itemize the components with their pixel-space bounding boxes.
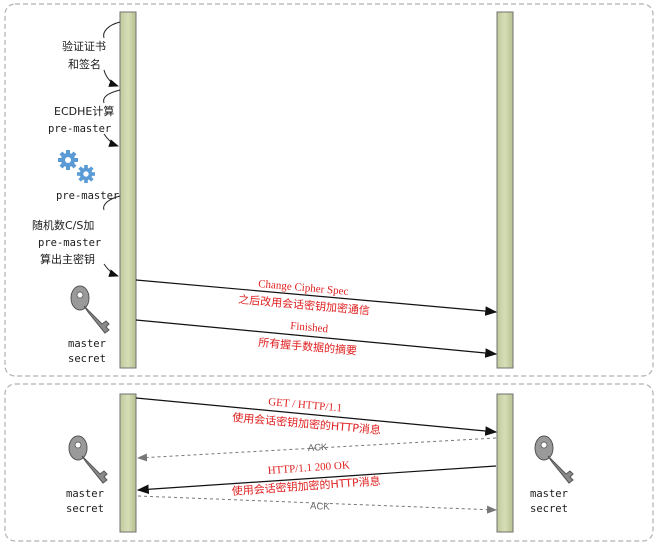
ecdhe-label-line2: pre-master [48, 123, 111, 135]
random-arrow [103, 263, 119, 277]
premaster-label: pre-master [56, 190, 119, 202]
verify-bracket [103, 21, 121, 39]
master-secret-line2: secret [68, 353, 106, 365]
verify-label-line2: 和签名 [68, 57, 101, 71]
finished-arrow [135, 319, 498, 358]
finished-desc: 所有握手数据的摘要 [258, 335, 358, 358]
ecdhe-label-line1: ECDHE计算 [54, 104, 114, 118]
server-lifeline-2 [496, 393, 514, 533]
finished-title: Finished [290, 320, 329, 335]
server-lifeline [496, 11, 514, 369]
gear-icon [58, 150, 95, 183]
master-secret-line1: master [68, 338, 106, 350]
http-response-arrow [136, 465, 497, 495]
right-master-secret-line1: master [530, 488, 568, 500]
http-response-title: HTTP/1.1 200 OK [267, 459, 350, 477]
key-icon [68, 435, 108, 484]
left-master-secret-line1: master [66, 488, 104, 500]
random-label-line2: pre-master [38, 237, 101, 249]
client-lifeline [119, 11, 137, 369]
ecdhe-bracket [103, 89, 121, 104]
verify-label-line1: 验证证书 [62, 39, 106, 53]
ack-label-2: ACK [310, 501, 331, 513]
verify-arrow [103, 69, 119, 87]
ack-label-1: ACK [308, 442, 329, 454]
key-icon [70, 285, 110, 334]
change-cipher-desc: 之后改用会话密钥加密通信 [238, 292, 371, 317]
right-master-secret-line2: secret [530, 503, 568, 515]
http-response-desc: 使用会话密钥加密的HTTP消息 [231, 474, 381, 498]
change-cipher-arrow [135, 279, 498, 316]
handshake-panel [4, 3, 654, 377]
random-label-line3: 算出主密钥 [40, 252, 95, 266]
key-icon [534, 435, 574, 484]
random-label-line1: 随机数C/S加 [32, 218, 94, 232]
client-lifeline-2 [119, 393, 137, 533]
random-bracket [103, 195, 121, 211]
left-master-secret-line2: secret [66, 503, 104, 515]
data-transfer-panel [4, 383, 654, 542]
get-request-arrow [135, 397, 498, 436]
ecdhe-arrow [103, 133, 119, 147]
